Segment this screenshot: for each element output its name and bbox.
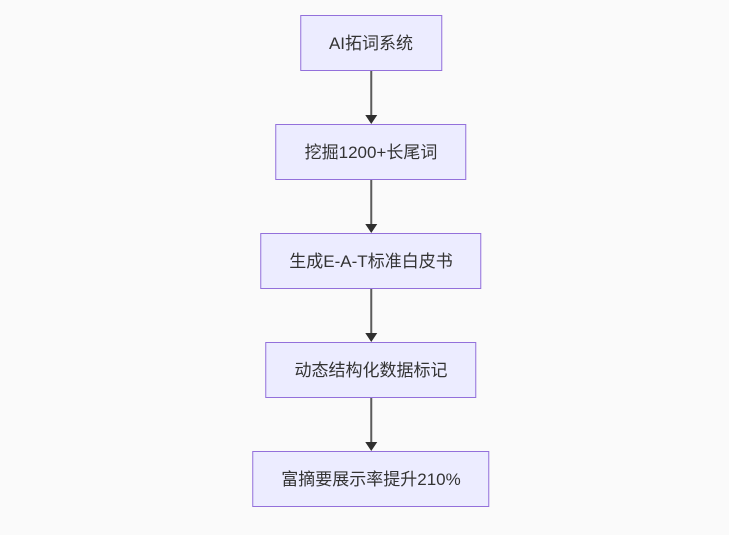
arrow-line [369, 180, 372, 224]
flow-node-label: 生成E-A-T标准白皮书 [289, 251, 453, 271]
arrowhead-down-icon [364, 224, 377, 233]
flow-node: 富摘要展示率提升210% [252, 451, 490, 507]
arrow-line [369, 398, 372, 442]
flowchart-column: AI拓词系统挖掘1200+长尾词生成E-A-T标准白皮书动态结构化数据标记富摘要… [252, 15, 490, 507]
flow-node: 生成E-A-T标准白皮书 [260, 233, 482, 289]
flow-node-label: 挖掘1200+长尾词 [304, 142, 438, 162]
flow-node: AI拓词系统 [299, 15, 443, 71]
arrowhead-down-icon [364, 333, 377, 342]
arrowhead-down-icon [364, 115, 377, 124]
flow-arrow [364, 289, 377, 342]
arrowhead-down-icon [364, 442, 377, 451]
flow-node: 动态结构化数据标记 [265, 342, 477, 398]
flow-arrow [364, 398, 377, 451]
arrow-line [369, 289, 372, 333]
flow-arrow [364, 71, 377, 124]
flow-node-label: 动态结构化数据标记 [294, 360, 448, 380]
flow-node-label: 富摘要展示率提升210% [281, 469, 461, 489]
flow-node: 挖掘1200+长尾词 [275, 124, 467, 180]
arrow-line [369, 71, 372, 115]
flow-node-label: AI拓词系统 [328, 33, 414, 53]
flow-arrow [364, 180, 377, 233]
